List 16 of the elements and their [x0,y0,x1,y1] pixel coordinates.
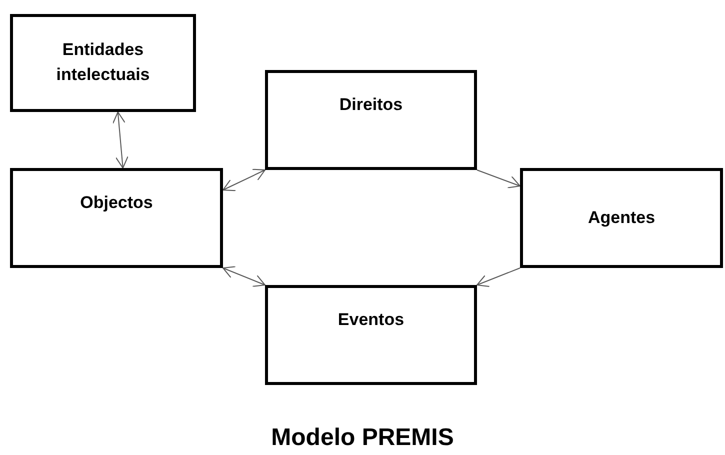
entity-label: Direitos [339,94,403,116]
arrow [476,268,520,288]
entity-box [10,14,196,112]
entity-label: Agentes [588,206,656,229]
arrow [222,168,266,192]
arrow [222,266,266,287]
entity-box [10,168,223,268]
arrow [476,170,520,188]
entity-box [265,70,477,170]
entity-box [265,285,477,385]
arrow [112,112,128,168]
entity-label: Eventos [338,309,404,331]
entity-label: Entidades intelectuais [55,39,151,86]
entity-box [520,168,723,268]
entity-label: Objectos [80,192,153,214]
diagram-caption: Modelo PREMIS [270,424,455,452]
